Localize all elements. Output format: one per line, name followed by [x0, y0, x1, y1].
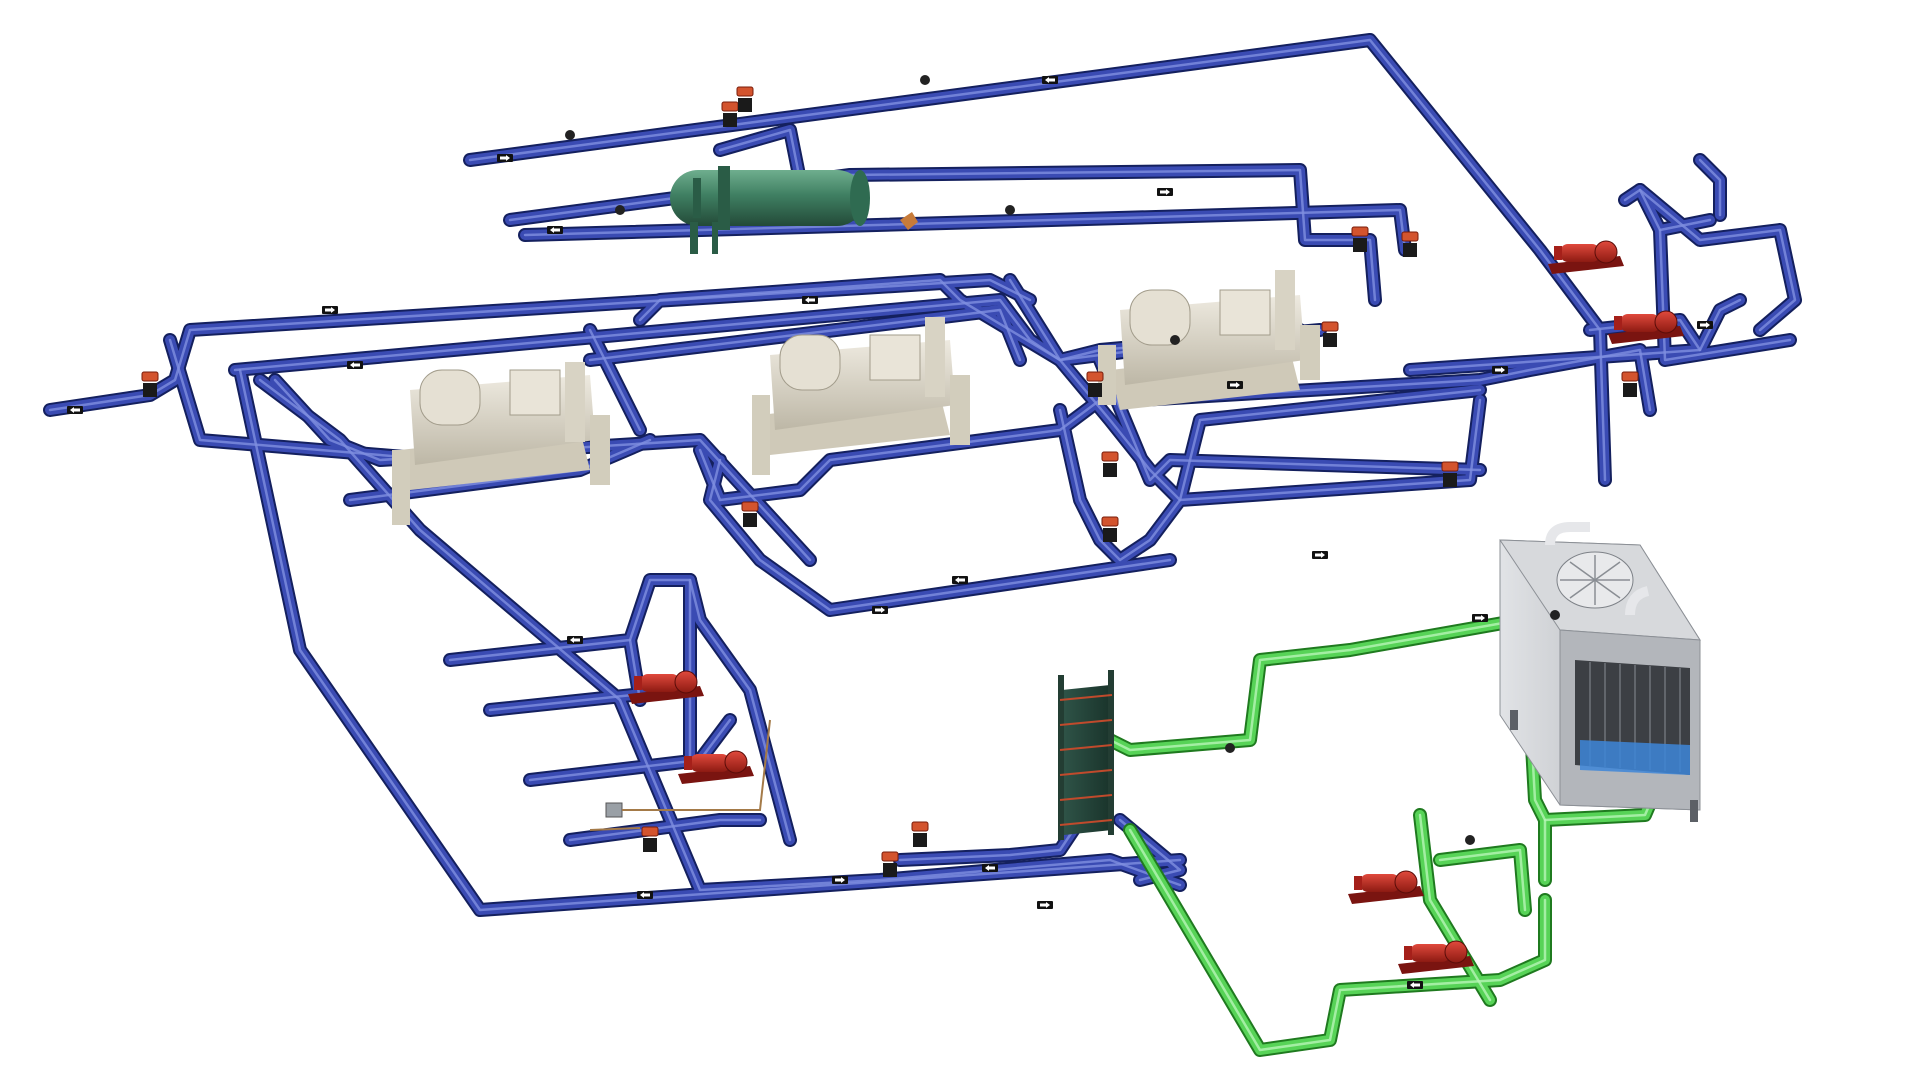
valve-icon	[721, 101, 739, 127]
arrow-right-icon	[497, 154, 513, 162]
gauge-icon	[615, 205, 625, 215]
pipe-segment	[588, 328, 642, 432]
pipe-segment	[588, 308, 1022, 362]
arrow-left-icon	[952, 576, 968, 584]
pipe-segment	[1418, 813, 1492, 1002]
arrow-left-icon	[802, 296, 818, 304]
valve-icon	[881, 851, 899, 877]
arrow-left-icon	[547, 226, 563, 234]
arrow-left-icon	[637, 891, 653, 899]
pipe-segment	[1138, 348, 1652, 412]
arrow-left-icon	[67, 406, 83, 414]
pipe-segment	[1655, 225, 1795, 365]
gauge-icon	[565, 130, 575, 140]
pipe-segment	[273, 378, 812, 562]
chiller-3	[1098, 270, 1320, 410]
pump-icon	[1608, 310, 1684, 344]
arrow-right-icon	[1312, 551, 1328, 559]
strainer-icon	[900, 212, 918, 230]
pipe-segment	[1125, 825, 1550, 1055]
pipe-segment	[1658, 228, 1792, 362]
arrow-right-icon	[1492, 366, 1508, 374]
arrow-left-icon	[982, 864, 998, 872]
pump-icon	[1548, 240, 1624, 274]
gauge-icon	[1225, 743, 1235, 753]
gauge-icon	[1465, 835, 1475, 845]
flow-direction-arrows	[67, 76, 1713, 989]
pipe-segment	[1638, 188, 1797, 332]
cooling-tower	[1499, 522, 1701, 822]
pipe-segment	[1698, 158, 1722, 217]
gauge-icon	[1170, 335, 1180, 345]
control-valves	[141, 75, 1639, 877]
pumps	[628, 240, 1684, 974]
chiller-2	[752, 317, 970, 475]
gauge-icon	[1550, 610, 1560, 620]
pipe-segment	[258, 378, 1182, 892]
arrow-right-icon	[1472, 614, 1488, 622]
valve-icon	[1101, 451, 1119, 477]
pipe-segment	[718, 128, 802, 182]
valve-icon	[1441, 461, 1459, 487]
pump-icon	[1348, 870, 1424, 904]
arrow-right-icon	[872, 606, 888, 614]
pump-icon	[628, 670, 704, 704]
pump-icon	[678, 750, 754, 784]
valve-icon	[141, 371, 159, 397]
pipe-segment	[1128, 828, 1547, 1052]
pipe-segment	[1438, 848, 1527, 912]
control-panel-icon	[589, 719, 771, 831]
pipe-segment	[708, 458, 1172, 612]
plate-heat-exchanger	[1058, 670, 1114, 840]
gauge-icon	[1005, 205, 1015, 215]
arrow-right-icon	[1037, 901, 1053, 909]
pipe-segment	[238, 368, 1182, 912]
pipe-segment	[568, 818, 762, 842]
valve-icon	[911, 821, 929, 847]
pipe-segment	[463, 33, 1612, 487]
pipe-segment	[1623, 188, 1712, 232]
valve-icon	[741, 501, 759, 527]
pump-icon	[1398, 940, 1474, 974]
pipe-segment	[468, 38, 1607, 482]
gauge-icon	[920, 75, 930, 85]
valve-icon	[1621, 371, 1639, 397]
valve-icon	[736, 86, 754, 112]
pipe-segment	[1408, 298, 1742, 372]
pipe-segment	[1058, 398, 1482, 562]
pipe-segment	[508, 168, 1377, 302]
valve-icon	[641, 826, 659, 852]
thermal-storage-tank	[670, 166, 870, 254]
arrow-right-icon	[322, 306, 338, 314]
arrow-right-icon	[832, 876, 848, 884]
valve-icon	[1101, 516, 1119, 542]
arrow-left-icon	[1042, 76, 1058, 84]
pipe-segment	[1098, 358, 1482, 482]
valve-icon	[1321, 321, 1339, 347]
pipe-segment	[465, 35, 1610, 485]
arrow-left-icon	[1407, 981, 1423, 989]
valve-icon	[1351, 226, 1369, 252]
arrow-right-icon	[1227, 381, 1243, 389]
chiller-1	[392, 362, 610, 525]
arrow-right-icon	[1697, 321, 1713, 329]
valve-icon	[1086, 371, 1104, 397]
pipe-segment	[48, 278, 1032, 412]
arrow-left-icon	[347, 361, 363, 369]
arrow-left-icon	[567, 636, 583, 644]
arrow-right-icon	[1157, 188, 1173, 196]
pipe-segment	[698, 398, 1102, 502]
valve-icon	[1401, 231, 1419, 257]
